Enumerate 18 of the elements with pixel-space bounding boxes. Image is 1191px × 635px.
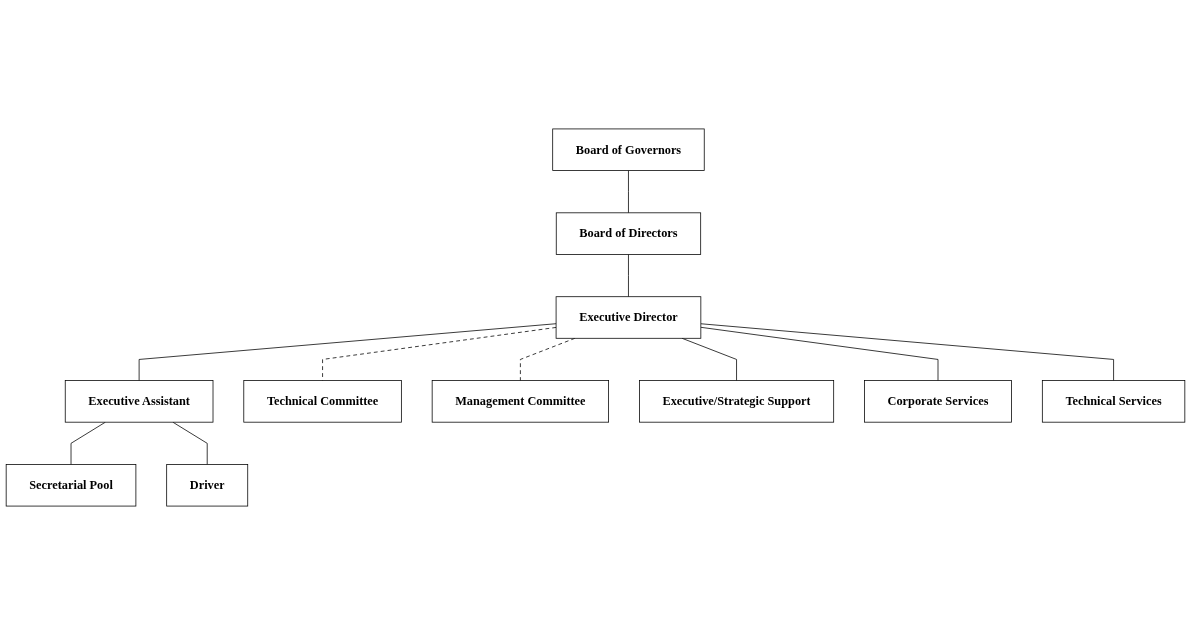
connector [628,170,629,214]
node-box: Technical Services [1041,380,1186,423]
node-box: Board of Governors [552,128,705,171]
node-box: Board of Directors [555,212,702,255]
connector [70,421,106,465]
node-box: Technical Committee [243,380,402,423]
node-box: Management Committee [431,380,609,423]
node-box: Driver [166,464,249,507]
node-box: Executive Assistant [64,380,214,423]
connector [700,326,939,381]
node-box: Corporate Services [864,380,1012,423]
node-box: Executive/Strategic Support [639,380,835,423]
node-box: Secretarial Pool [5,464,137,507]
connector [700,323,1114,381]
node-box: Executive Director [555,296,702,339]
connector [138,323,557,381]
connector [628,254,629,298]
connector [172,421,208,465]
